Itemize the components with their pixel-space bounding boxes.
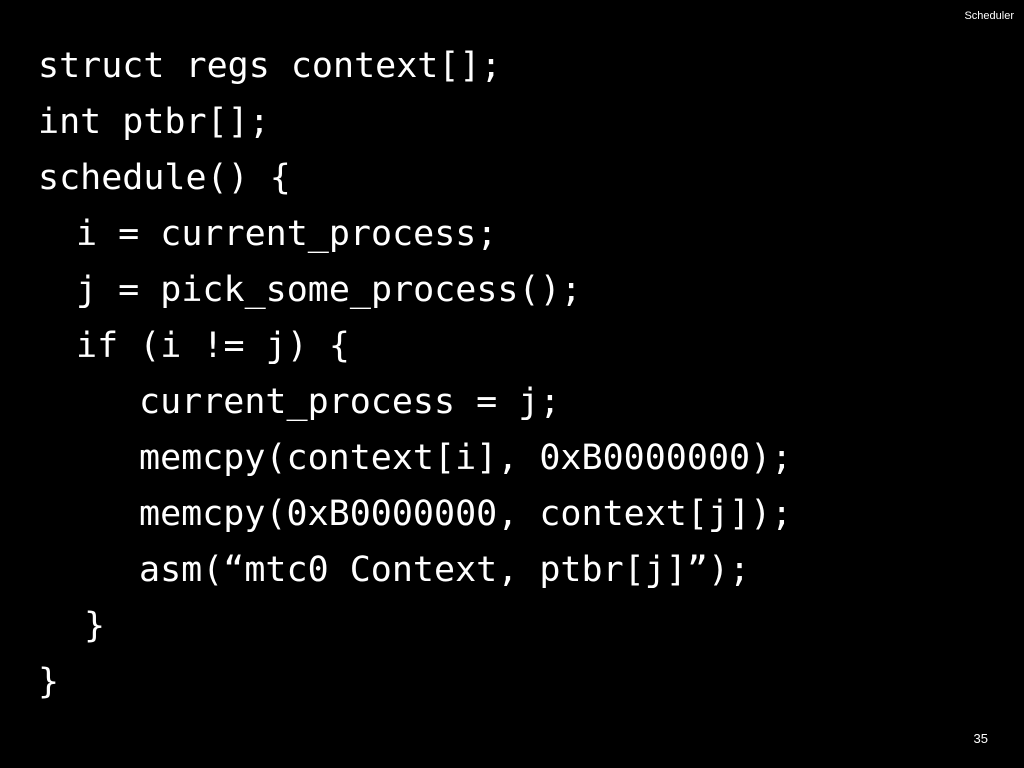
- code-line: asm(“mtc0 Context, ptbr[j]”);: [139, 550, 751, 590]
- code-line: j = pick_some_process();: [76, 270, 582, 310]
- code-line: schedule() {: [38, 158, 291, 198]
- code-line: }: [38, 662, 60, 702]
- code-line: int ptbr[];: [38, 102, 270, 142]
- code-line: i = current_process;: [76, 214, 498, 254]
- slide-header-title: Scheduler: [964, 10, 1014, 22]
- code-line: memcpy(0xB0000000, context[j]);: [139, 494, 793, 534]
- page-number: 35: [973, 731, 988, 746]
- code-line: memcpy(context[i], 0xB0000000);: [139, 438, 793, 478]
- code-block: struct regs context[]; int ptbr[]; sched…: [38, 38, 792, 710]
- code-line: struct regs context[];: [38, 46, 502, 86]
- code-line: }: [84, 606, 106, 646]
- code-line: if (i != j) {: [76, 326, 350, 366]
- code-line: current_process = j;: [139, 382, 561, 422]
